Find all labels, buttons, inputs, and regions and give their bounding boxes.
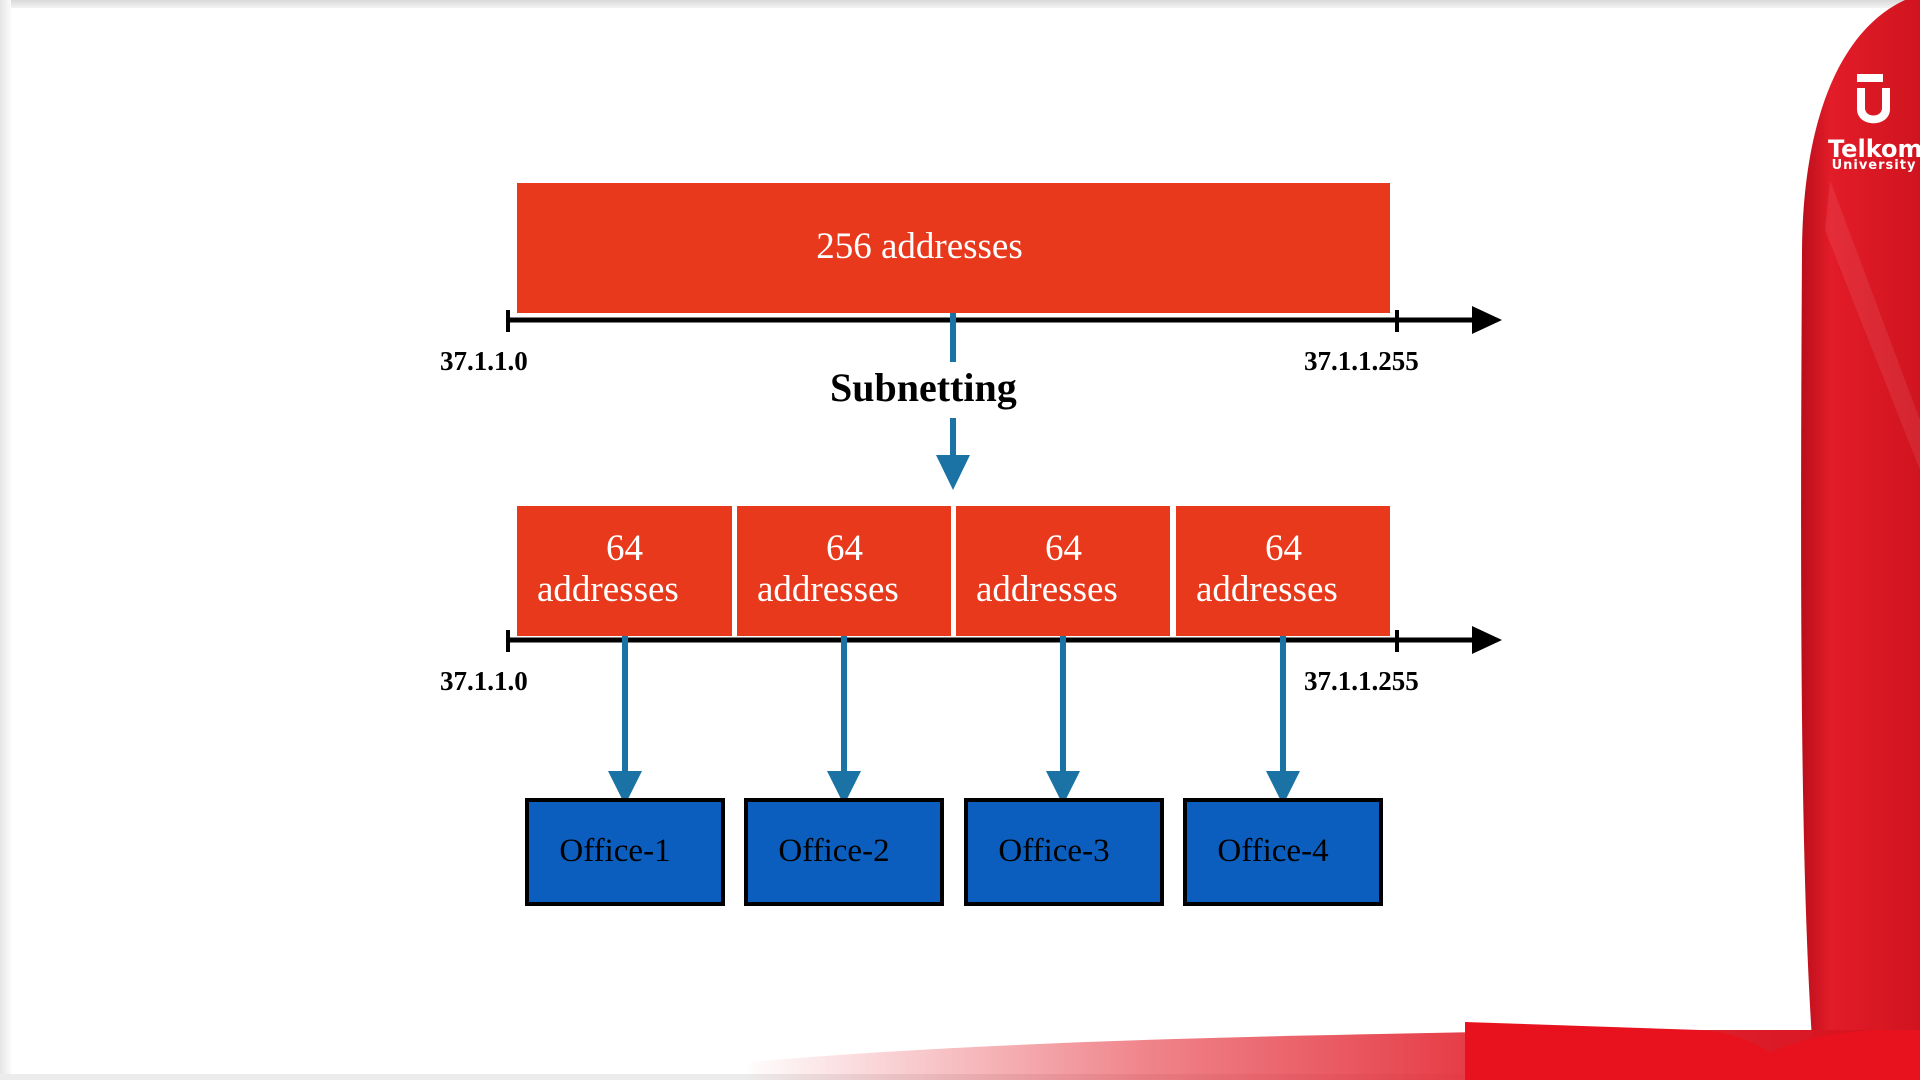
subnet-block-2 bbox=[737, 506, 951, 636]
brand-sidebar bbox=[1801, 0, 1920, 1080]
address-block-256 bbox=[517, 183, 1390, 313]
subnet-block-4-size: 64 bbox=[1265, 528, 1302, 569]
range-end-top: 37.1.1.255 bbox=[1304, 346, 1419, 376]
subnetting-label: Subnetting bbox=[830, 365, 1017, 410]
subnet-block-2-label: 64 addresses bbox=[737, 528, 942, 610]
range-start-bottom: 37.1.1.0 bbox=[440, 666, 528, 696]
sidebar-highlight bbox=[1825, 180, 1920, 470]
address-axis-top bbox=[506, 306, 1502, 334]
office-2-label: Office-2 bbox=[778, 833, 890, 869]
subnetting-arrow bbox=[936, 313, 970, 490]
brand-name: Telkom bbox=[1828, 135, 1920, 163]
office-box-3 bbox=[964, 798, 1164, 906]
subnet-block-1-unit: addresses bbox=[537, 569, 679, 610]
subnet-block-4-label: 64 addresses bbox=[1176, 528, 1381, 610]
range-end-bottom: 37.1.1.255 bbox=[1304, 666, 1419, 696]
subnet-block-2-size: 64 bbox=[826, 528, 863, 569]
address-block-256-label: 256 addresses bbox=[816, 226, 1023, 267]
subnet-block-3 bbox=[956, 506, 1170, 636]
subnet-block-1-size: 64 bbox=[606, 528, 643, 569]
bottom-swoosh-band bbox=[1465, 1022, 1920, 1080]
address-axis-bottom bbox=[506, 626, 1502, 654]
subnet-block-3-label: 64 addresses bbox=[956, 528, 1161, 610]
subnet-block-3-size: 64 bbox=[1045, 528, 1082, 569]
subnet-block-2-unit: addresses bbox=[757, 569, 899, 610]
brand-subtitle: University bbox=[1831, 158, 1917, 173]
office-box-4 bbox=[1183, 798, 1383, 906]
subnet-block-1-label: 64 addresses bbox=[517, 528, 722, 610]
range-start-top: 37.1.1.0 bbox=[440, 346, 528, 376]
subnet-block-4 bbox=[1176, 506, 1390, 636]
office-3-label: Office-3 bbox=[998, 833, 1110, 869]
office-arrows bbox=[608, 636, 1300, 805]
subnet-block-1 bbox=[517, 506, 732, 636]
subnet-block-4-unit: addresses bbox=[1196, 569, 1338, 610]
slide-border-top bbox=[0, 0, 1920, 8]
slide-border-left bbox=[0, 0, 11, 1080]
office-1-label: Office-1 bbox=[559, 833, 671, 869]
telkom-logo-icon bbox=[1857, 74, 1890, 124]
subnet-block-3-unit: addresses bbox=[976, 569, 1118, 610]
office-4-label: Office-4 bbox=[1217, 833, 1329, 869]
office-box-1 bbox=[525, 798, 725, 906]
office-box-2 bbox=[744, 798, 944, 906]
